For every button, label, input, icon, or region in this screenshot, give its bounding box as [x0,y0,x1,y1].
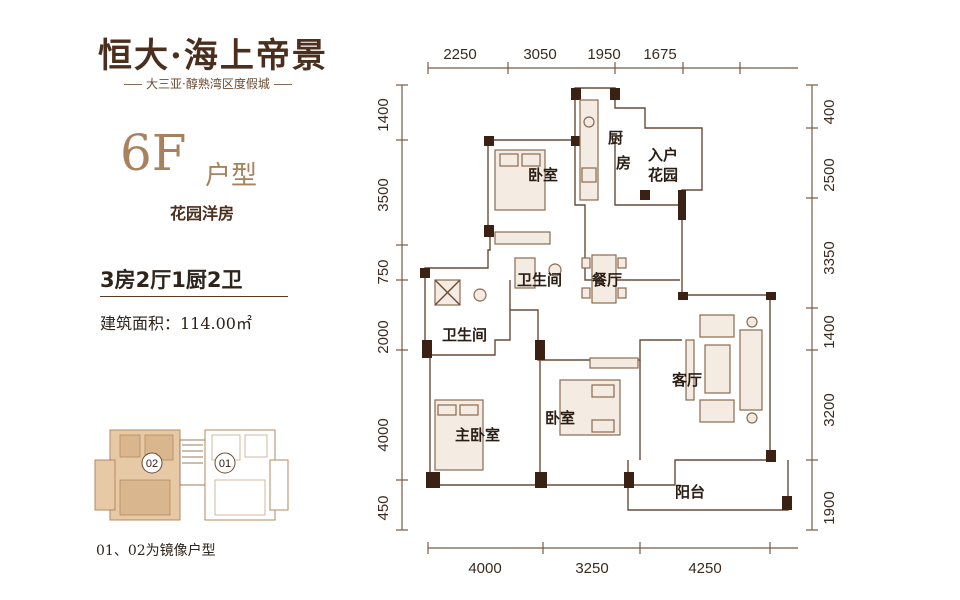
sofa-set [699,314,763,424]
bottom-dimensions: 4000 3250 4250 [427,542,798,577]
bed-mid [559,379,621,436]
brand-tagline: 大三亚·醇熟湾区度假城 [120,75,296,92]
bathroom-fixtures-1 [514,257,562,289]
room-dining: 餐厅 [592,271,622,289]
room-bedroom-top: 卧室 [528,166,558,184]
dim-right-2: 2500 [821,158,838,191]
key-plan-label-02: 02 [146,458,158,470]
room-entry-garden-1: 入户 [648,146,678,164]
left-dimensions: 1400 3500 750 2000 4000 450 [375,84,408,531]
dim-left-6: 450 [375,495,392,520]
key-plan-marker-01 [214,452,236,474]
unit-suffix: 户型 [205,161,258,191]
unit-layout: 3房2厅1厨2卫 [100,268,243,292]
room-entry-garden-2: 花园 [648,166,678,184]
dining-table [581,254,627,304]
room-living: 客厅 [671,371,702,389]
tv-cabinet [685,339,695,401]
dim-left-4: 2000 [375,320,392,353]
unit-code: 6F [120,124,187,182]
top-dimensions: 2250 3050 1950 1675 [427,46,798,74]
dim-top-2: 3050 [523,46,556,63]
room-bedroom-mid: 卧室 [545,409,575,427]
key-plan-core [179,439,206,486]
room-balcony: 阳台 [675,483,705,501]
bed-top [494,149,546,211]
dim-bottom-2: 3250 [575,560,608,577]
bathroom-fixtures-2 [434,279,487,306]
kitchen-counter [579,99,599,201]
dim-right-1: 400 [821,99,838,124]
dim-bottom-3: 4250 [688,560,721,577]
room-bathroom-1: 卫生间 [517,271,562,289]
master-bed [434,399,484,471]
room-master-bedroom: 主卧室 [455,426,500,444]
walls [420,87,792,511]
floor-plan: 2250 3050 1950 1675 4000 3250 4250 1400 … [375,46,838,577]
brand-title: 恒大·海上帝景 [98,36,328,76]
key-plan-label-01: 01 [219,458,231,470]
dim-left-5: 4000 [375,418,392,451]
dim-top-1: 2250 [443,46,476,63]
room-bathroom-2: 卫生间 [442,326,487,344]
key-plan: 02 01 [94,429,289,521]
key-plan-unit-01 [204,429,289,521]
dim-left-3: 750 [375,259,392,284]
unit-area: 建筑面积：114.00㎡ [100,314,252,333]
unit-kind: 花园洋房 [170,204,235,223]
key-plan-unit-02 [94,429,181,521]
mirror-note: 01、02为镜像户型 [96,543,216,559]
key-plan-marker-02 [141,452,163,474]
dim-top-4: 1675 [643,46,676,63]
dim-right-6: 1900 [821,491,838,524]
dim-top-3: 1950 [587,46,620,63]
dim-left-1: 1400 [375,98,392,131]
right-dimensions: 400 2500 3350 1400 3200 1900 [806,84,838,531]
dim-right-3: 3350 [821,241,838,274]
room-kitchen-2: 房 [616,154,631,172]
dim-bottom-1: 4000 [468,560,501,577]
wardrobe-mid [589,357,639,369]
room-kitchen-1: 厨 [608,129,623,147]
dim-right-4: 1400 [821,315,838,348]
divider-line [100,296,288,297]
dim-right-5: 3200 [821,393,838,426]
wardrobe-top [494,231,551,245]
dim-left-2: 3500 [375,178,392,211]
